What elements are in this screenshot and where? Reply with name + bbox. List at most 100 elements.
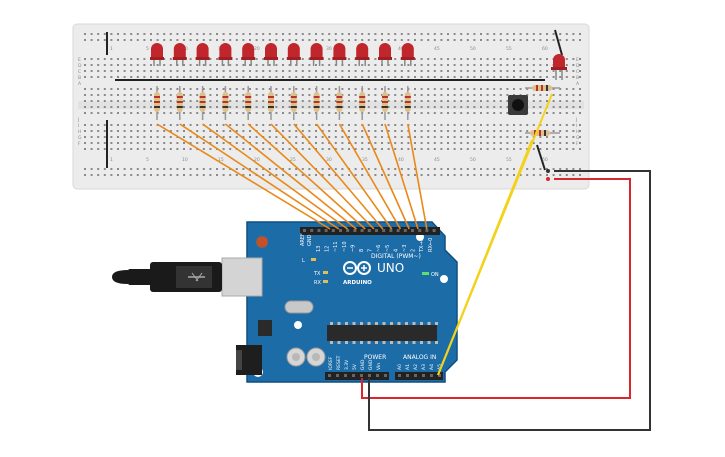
analog-pin-label: A4	[429, 364, 435, 370]
usb-port[interactable]	[221, 257, 263, 297]
orange-wire[interactable]	[156, 123, 331, 230]
rx-label: RX	[314, 280, 321, 286]
row-label: D	[78, 63, 82, 69]
column-label-bottom: 45	[434, 157, 440, 163]
orange-wire[interactable]	[293, 123, 384, 230]
orange-wire[interactable]	[338, 123, 402, 230]
resistor[interactable]	[290, 86, 297, 120]
resistor[interactable]	[336, 86, 343, 120]
row-label: E	[576, 57, 579, 63]
orange-wire[interactable]	[270, 123, 375, 230]
power-pin-label: 5V	[352, 363, 358, 370]
resistor-extra-top[interactable]	[525, 85, 560, 91]
power-pin-label: Vin	[376, 363, 382, 370]
orange-wire[interactable]	[202, 123, 349, 230]
resistor[interactable]	[382, 86, 388, 120]
digital-pin-label: 13	[316, 246, 322, 252]
digital-pin-label: 12	[325, 246, 331, 252]
digital-pin-label: 7	[368, 249, 374, 252]
row-label: I	[78, 123, 79, 129]
orange-wire[interactable]	[247, 123, 366, 230]
orange-wire[interactable]	[407, 123, 428, 230]
digital-pin-label: ~3	[402, 245, 408, 252]
led[interactable]	[378, 43, 392, 66]
column-label-bottom: 40	[398, 157, 404, 163]
led[interactable]	[218, 43, 233, 66]
pushbutton[interactable]	[508, 95, 528, 115]
column-label-bottom: 35	[362, 157, 368, 163]
yellow-wire[interactable]	[437, 93, 553, 376]
on-label: ON	[431, 272, 439, 278]
digital-pin-label: ~9	[350, 245, 356, 252]
row-label: E	[78, 57, 81, 63]
power-pin-label: IOREF	[328, 356, 334, 370]
bottom-jumper	[536, 144, 546, 171]
column-label-bottom: 1	[110, 157, 113, 163]
resistor[interactable]	[359, 86, 366, 120]
led[interactable]	[264, 43, 278, 66]
usb-cable[interactable]	[112, 262, 222, 292]
gnd-label: GND	[307, 234, 313, 246]
row-label: J	[575, 117, 577, 123]
led[interactable]	[309, 43, 324, 66]
led[interactable]	[150, 43, 164, 66]
red-wire-end	[546, 177, 550, 181]
on-led	[422, 272, 429, 275]
digital-pin-label: ~10	[342, 241, 348, 252]
row-label: J	[77, 117, 79, 123]
column-label-top: 55	[506, 46, 512, 52]
power-pin-label: 3.3V	[344, 359, 350, 370]
analog-label: ANALOG IN	[403, 354, 436, 361]
resistor-row[interactable]	[154, 86, 411, 120]
orange-wire[interactable]	[224, 123, 357, 230]
digital-pin-label: 2	[411, 249, 417, 252]
power-header[interactable]	[325, 372, 389, 380]
resistor[interactable]	[404, 86, 411, 120]
orange-wire[interactable]	[361, 123, 410, 230]
tx-label: TX	[313, 271, 321, 277]
orange-signal-wires[interactable]	[156, 123, 428, 230]
led[interactable]	[195, 43, 210, 66]
row-label: C	[78, 69, 81, 75]
orange-wire[interactable]	[179, 123, 340, 230]
reset-button-cap[interactable]	[258, 238, 267, 246]
led[interactable]	[355, 43, 370, 66]
row-label: G	[576, 135, 580, 141]
resistor[interactable]	[176, 86, 183, 120]
column-label-bottom: 30	[326, 157, 332, 163]
power-pin-label: RESET	[336, 355, 342, 370]
led[interactable]	[241, 43, 256, 66]
led[interactable]	[400, 43, 415, 66]
analog-pin-label: A5	[437, 364, 443, 370]
resistor[interactable]	[313, 86, 320, 120]
breadboard[interactable]: 1155101015152020252530303535404045455050…	[72, 23, 590, 190]
led[interactable]	[172, 43, 187, 66]
mount-hole-icon	[294, 321, 302, 329]
analog-header[interactable]	[395, 372, 443, 380]
row-label: B	[576, 75, 579, 81]
red-power-wire[interactable]	[361, 178, 631, 399]
column-label-top: 60	[542, 46, 548, 52]
resistor[interactable]	[222, 86, 229, 120]
column-label-bottom: 5	[146, 157, 149, 163]
led[interactable]	[286, 43, 301, 66]
power-pin-label: GND	[360, 359, 366, 370]
resistor[interactable]	[268, 86, 274, 120]
digital-pin-label: ~11	[333, 241, 339, 252]
resistor[interactable]	[154, 86, 160, 120]
power-pin-label: GND	[368, 359, 374, 370]
extra-led[interactable]	[551, 54, 567, 80]
orange-wire[interactable]	[315, 123, 393, 230]
orange-wire[interactable]	[384, 123, 419, 230]
black-ground-wire[interactable]	[368, 170, 651, 431]
led-row[interactable]	[150, 43, 415, 66]
led[interactable]	[332, 43, 347, 66]
resistor[interactable]	[199, 86, 206, 120]
resistor[interactable]	[245, 86, 252, 120]
analog-pin-label: A1	[405, 364, 411, 370]
column-label-bottom: 15	[218, 157, 224, 163]
